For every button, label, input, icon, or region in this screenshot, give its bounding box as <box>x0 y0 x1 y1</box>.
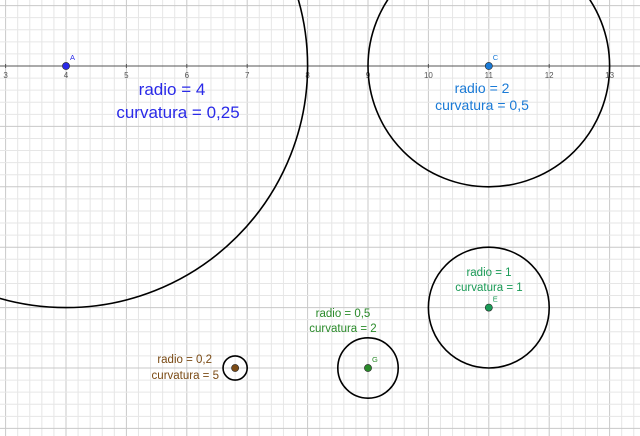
points: A C E G <box>62 53 499 372</box>
point-g[interactable]: G <box>364 355 378 372</box>
caption-h-curvature: curvatura = 5 <box>152 370 219 382</box>
point-label-e: E <box>493 295 498 304</box>
x-axis-tick-label: 12 <box>545 71 554 80</box>
caption-a-radius: radio = 4 <box>139 80 206 99</box>
caption-g-radius: radio = 0,5 <box>316 308 371 320</box>
caption-a-curvature: curvatura = 0,25 <box>116 103 239 122</box>
circle-g[interactable] <box>336 336 399 399</box>
circles <box>0 0 611 399</box>
x-axis-tick-label: 4 <box>64 71 69 80</box>
circle-c[interactable] <box>367 0 611 188</box>
x-axis-tick-label: 11 <box>485 71 494 80</box>
point-e[interactable]: E <box>484 295 498 312</box>
caption-circle-a: radio = 4 curvatura = 0,25 <box>116 80 239 122</box>
caption-circle-h: radio = 0,2 curvatura = 5 <box>152 354 219 382</box>
circle-e[interactable] <box>427 246 550 369</box>
x-axis-tick-label: 10 <box>424 71 433 80</box>
point-marker-e[interactable] <box>484 303 493 312</box>
point-marker-c[interactable] <box>484 62 493 70</box>
circle-a[interactable] <box>0 0 309 309</box>
point-label-g: G <box>372 355 378 364</box>
caption-c-curvature: curvatura = 0,5 <box>435 97 529 113</box>
point-marker-g[interactable] <box>364 364 372 372</box>
x-axis-tick-label: 5 <box>124 71 129 80</box>
x-axis-tick-label: 7 <box>245 71 250 80</box>
caption-circle-e: radio = 1 curvatura = 1 <box>455 267 522 294</box>
caption-circle-g: radio = 0,5 curvatura = 2 <box>309 308 376 335</box>
caption-e-curvature: curvatura = 1 <box>455 282 522 294</box>
x-axis-tick-label: 3 <box>3 71 8 80</box>
x-axis-tick-label: 6 <box>185 71 190 80</box>
point-marker-h[interactable] <box>231 364 240 372</box>
caption-g-curvature: curvatura = 2 <box>309 323 376 335</box>
caption-h-radius: radio = 0,2 <box>157 354 212 366</box>
point-h[interactable] <box>231 364 240 372</box>
point-a[interactable]: A <box>62 53 75 70</box>
point-label-c: C <box>493 53 499 62</box>
caption-circle-c: radio = 2 curvatura = 0,5 <box>435 80 529 113</box>
point-c[interactable]: C <box>484 53 499 70</box>
caption-c-radius: radio = 2 <box>455 80 510 96</box>
caption-e-radius: radio = 1 <box>466 267 511 279</box>
point-label-a: A <box>70 53 75 62</box>
point-marker-a[interactable] <box>62 62 70 70</box>
circle-h[interactable] <box>222 355 248 381</box>
